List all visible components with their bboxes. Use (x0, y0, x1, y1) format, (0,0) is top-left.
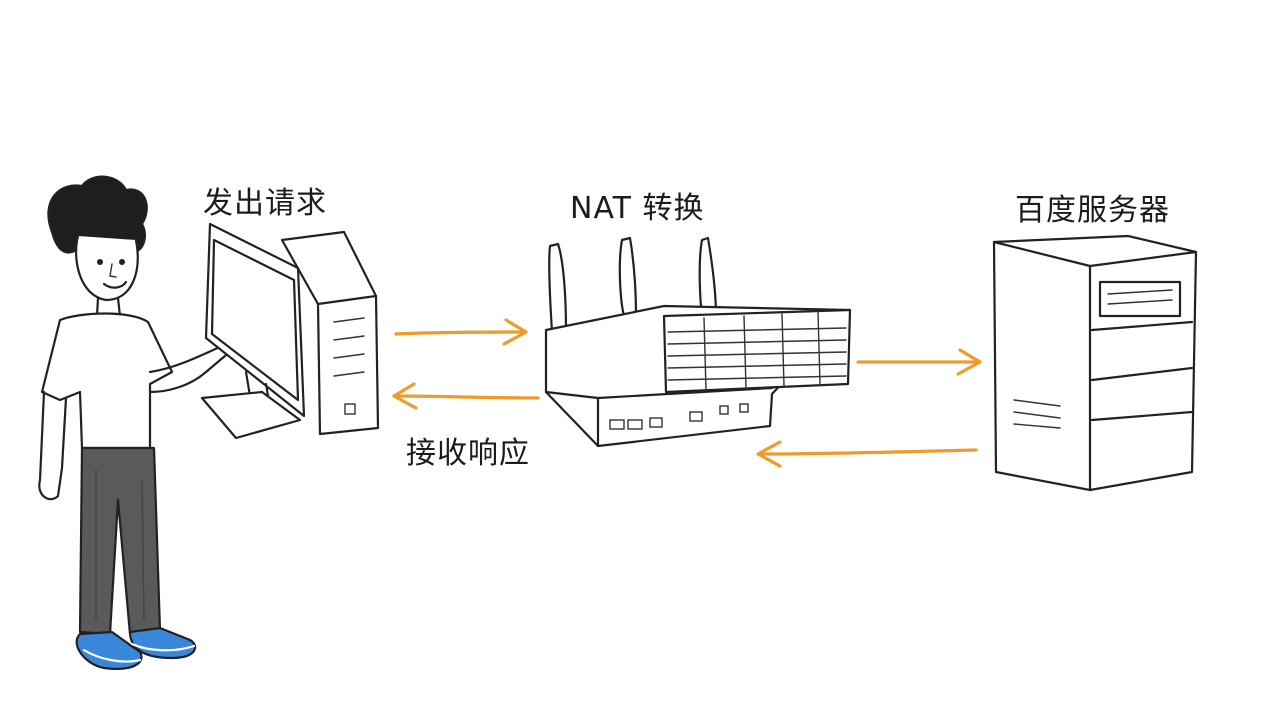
server-tower-icon (992, 234, 1198, 492)
arrow-response-to-computer (392, 382, 540, 410)
label-nat-translation: NAT 转换 (570, 191, 705, 226)
desktop-computer-icon (200, 222, 380, 440)
arrow-server-to-router (756, 440, 978, 468)
arrow-line (394, 330, 526, 336)
label-baidu-server: 百度服务器 (1015, 193, 1170, 228)
label-receive-response: 接收响应 (406, 436, 530, 471)
label-send-request: 发出请求 (203, 186, 327, 221)
arrow-request-to-router (394, 318, 528, 346)
router-icon (544, 236, 852, 448)
person-pointing-icon (38, 175, 243, 670)
arrow-router-to-server (856, 348, 982, 376)
